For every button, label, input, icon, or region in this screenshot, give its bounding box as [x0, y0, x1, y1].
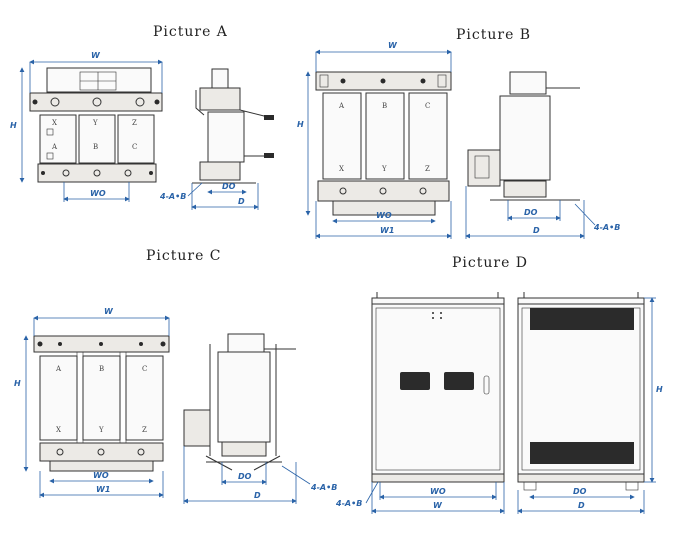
dim-label-w0: WO — [90, 189, 106, 198]
dim-label-w1: W1 — [96, 485, 110, 494]
dim-label-mount: 4-A•B — [310, 483, 337, 492]
picture-b-front-view: A B C X Y Z W H WO W1 — [297, 41, 452, 239]
caption-picture-a: Picture A — [153, 24, 228, 40]
picture-b-side-view: DO D 4-A•B — [465, 71, 620, 239]
phase-label: Z — [132, 119, 137, 127]
dim-label-h: H — [656, 385, 663, 394]
dim-label-d: D — [533, 226, 540, 235]
caption-picture-b: Picture B — [456, 27, 532, 43]
phase-label: B — [93, 143, 98, 151]
dim-label-mount: 4-A•B — [335, 499, 362, 508]
phase-label: X — [52, 119, 57, 127]
phase-label: Z — [425, 165, 430, 173]
caption-picture-c: Picture C — [146, 248, 222, 264]
dim-label-w0: WO — [376, 211, 392, 220]
dim-label-mount: 4-A•B — [159, 192, 186, 201]
phase-label: X — [56, 426, 61, 434]
dim-label-d: D — [254, 491, 261, 500]
dim-label-d0: DO — [573, 487, 587, 496]
dim-label-w: W — [91, 51, 101, 60]
dim-label-d0: DO — [524, 208, 538, 217]
picture-a-front-view: X Y Z A B C W H WO — [10, 51, 163, 202]
phase-label: C — [142, 365, 147, 373]
dim-label-w1: W1 — [380, 226, 394, 235]
phase-label: Y — [381, 165, 387, 173]
phase-label: Y — [98, 426, 104, 434]
caption-picture-d: Picture D — [452, 255, 529, 271]
phase-label: X — [339, 165, 344, 173]
phase-label: C — [425, 102, 430, 110]
phase-label: A — [51, 143, 58, 151]
phase-label: A — [55, 365, 62, 373]
dim-label-h: H — [14, 379, 21, 388]
dim-label-d: D — [238, 197, 245, 206]
dim-label-w0: WO — [93, 471, 109, 480]
dim-label-w0: WO — [430, 487, 446, 496]
phase-label: Z — [142, 426, 147, 434]
picture-d-cabinet-front: WO W 4-A•B — [335, 292, 505, 514]
dim-label-d: D — [578, 501, 585, 510]
dim-label-w: W — [104, 307, 114, 316]
picture-d-cabinet-side: H DO D — [517, 292, 663, 514]
dim-label-h: H — [10, 121, 17, 130]
phase-label: Y — [92, 119, 98, 127]
dim-label-w: W — [388, 41, 398, 50]
picture-c-front-view: A B C X Y Z W H WO W1 — [14, 307, 170, 498]
picture-c-side-view: DO D 4-A•B — [183, 333, 337, 504]
dim-label-d0: DO — [238, 472, 252, 481]
phase-label: A — [338, 102, 345, 110]
picture-a-side-view: DO D 4-A•B — [159, 68, 274, 210]
dim-label-d0: DO — [222, 182, 236, 191]
dim-label-mount: 4-A•B — [593, 223, 620, 232]
dim-label-h: H — [297, 120, 304, 129]
phase-label: B — [99, 365, 104, 373]
dim-label-w: W — [433, 501, 443, 510]
phase-label: C — [132, 143, 137, 151]
phase-label: B — [382, 102, 387, 110]
